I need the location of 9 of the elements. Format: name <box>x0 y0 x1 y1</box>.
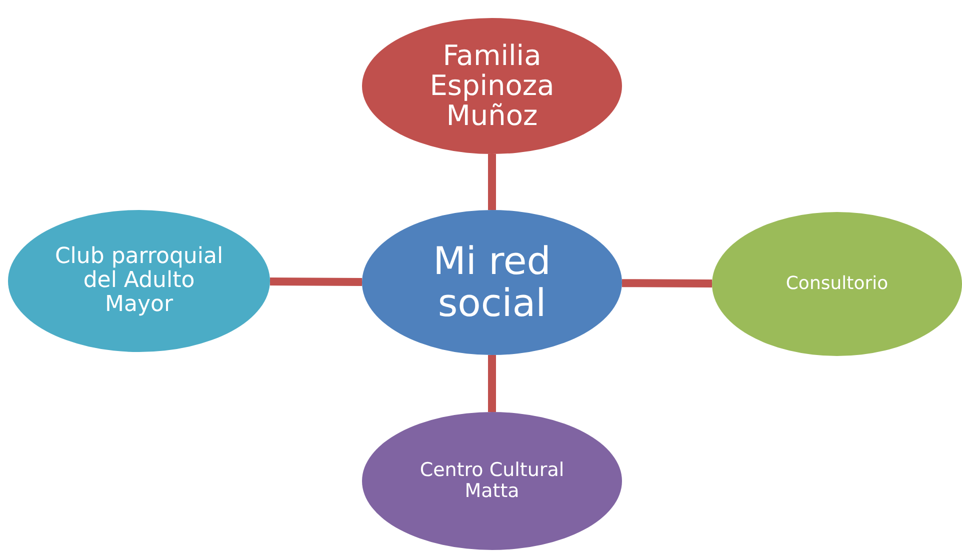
node-label: Mi red social <box>432 241 552 324</box>
connector-line <box>270 278 362 286</box>
connector-line <box>488 355 496 412</box>
connector-line <box>622 279 712 288</box>
node-label: Consultorio <box>786 274 888 294</box>
connector-line <box>488 154 496 210</box>
node-label: Familia Espinoza Muñoz <box>428 40 556 132</box>
node-label: Club parroquial del Adulto Mayor <box>54 245 224 317</box>
node-label: Centro Cultural Matta <box>418 460 566 502</box>
